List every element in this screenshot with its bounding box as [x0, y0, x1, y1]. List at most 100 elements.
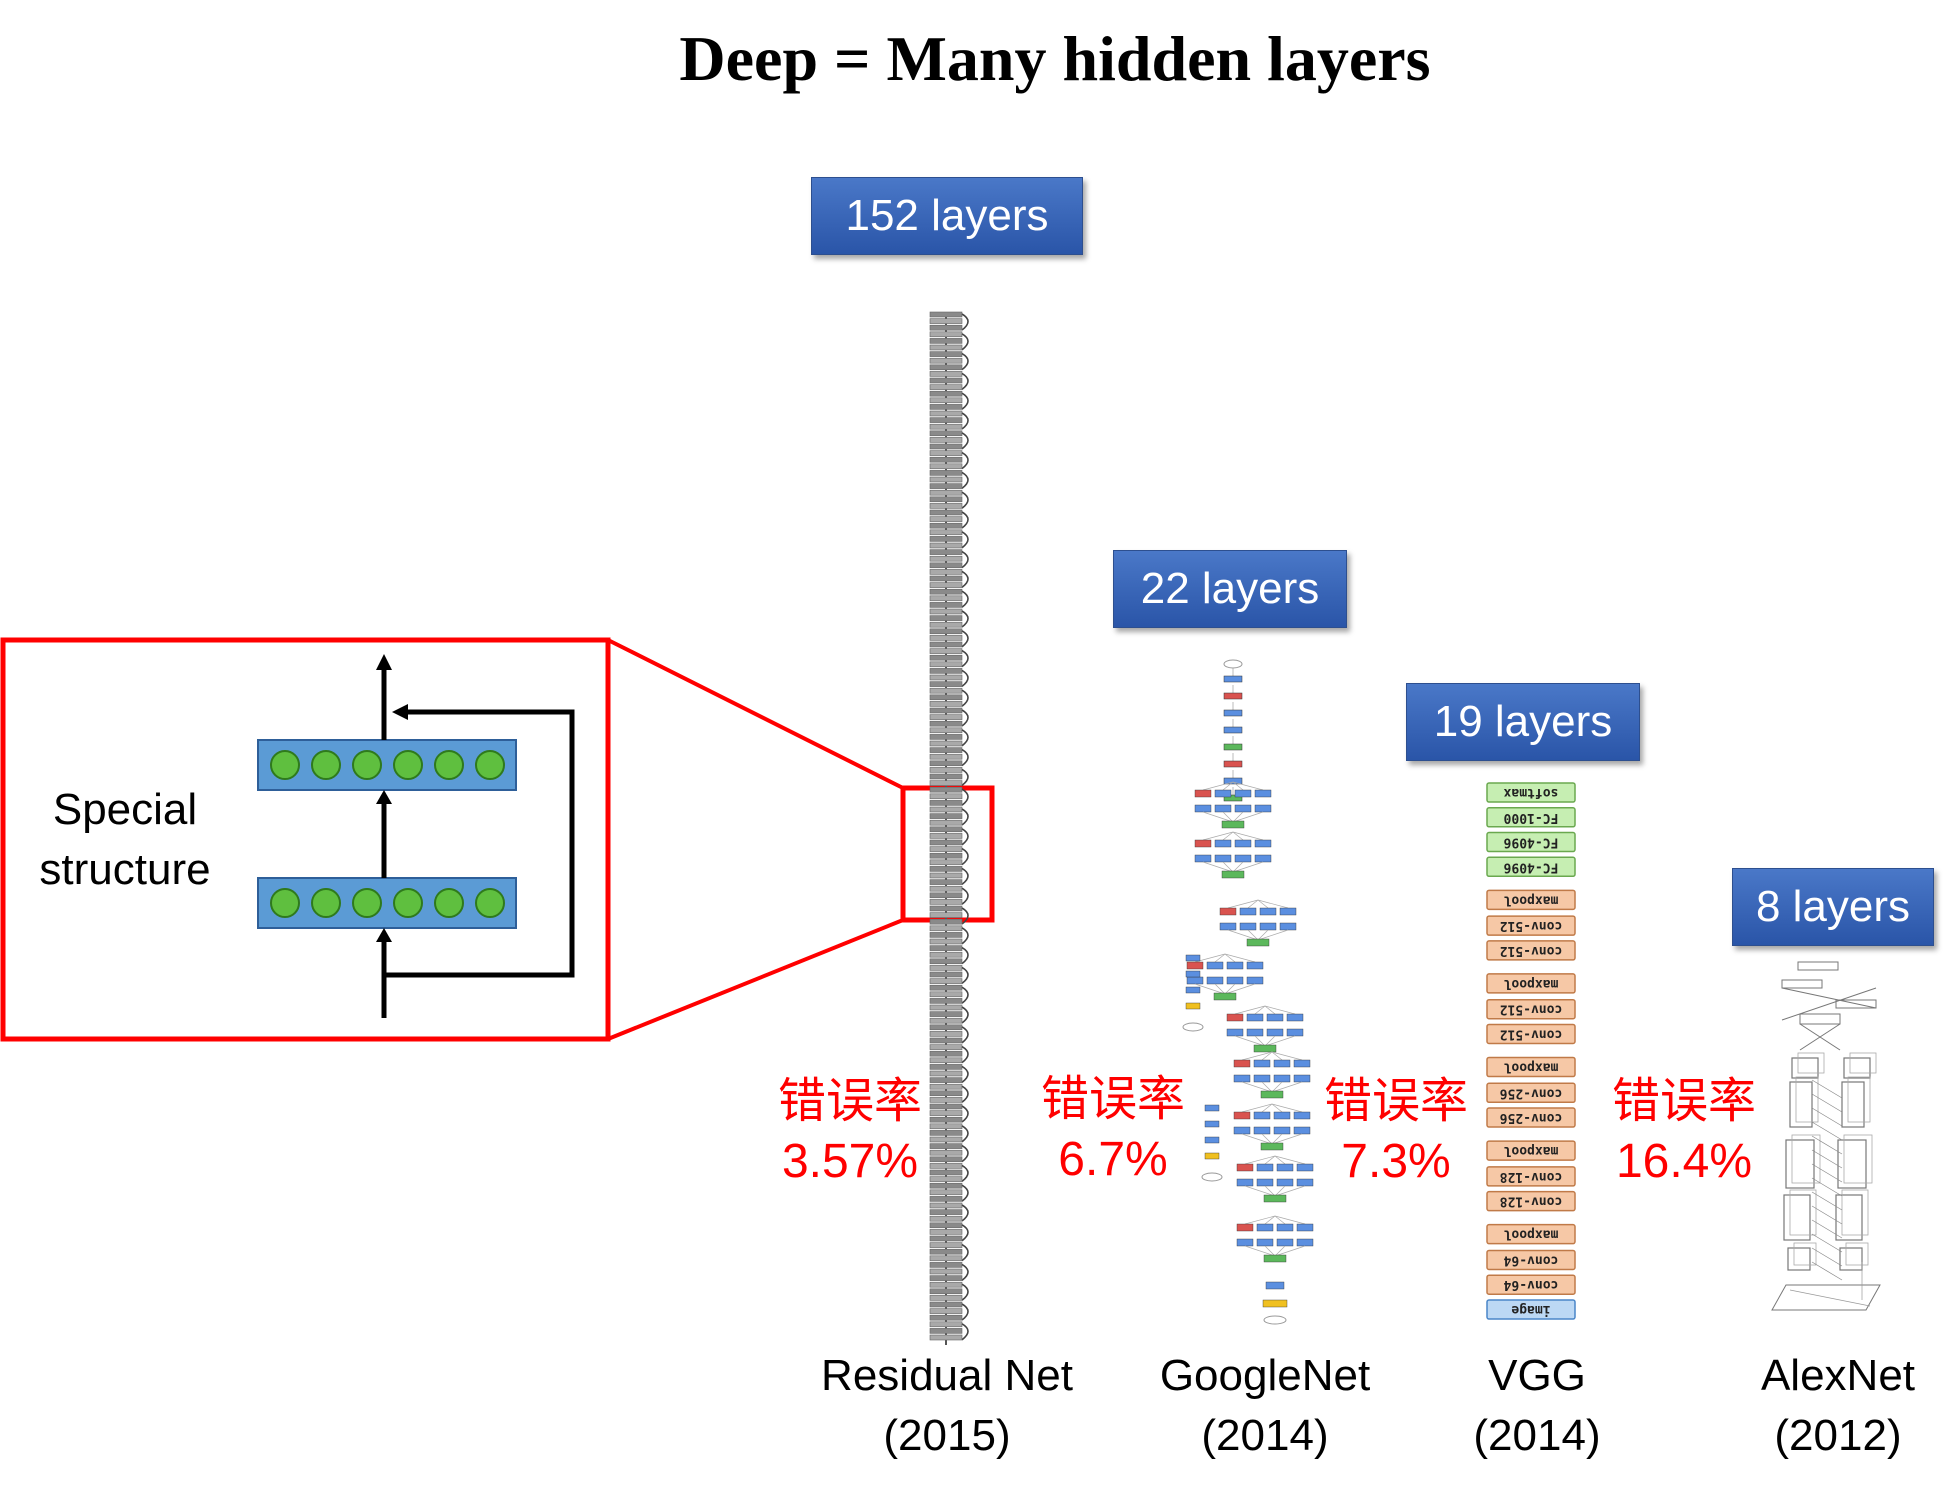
googlenet-node: [1214, 789, 1232, 798]
resnet-layer: [929, 1044, 963, 1050]
alexnet-block: [1843, 1057, 1871, 1079]
googlenet-node: [1223, 726, 1243, 734]
resnet-layer: [929, 641, 963, 648]
vgg-layer: FC-4096: [1486, 856, 1576, 878]
resnet-layer: [929, 1222, 963, 1229]
resnet-layer: [929, 773, 963, 780]
neuron: [434, 750, 464, 780]
googlenet-node: [1234, 789, 1252, 798]
googlenet-node: [1254, 804, 1272, 813]
resnet-layer: [929, 707, 963, 714]
googlenet-node: [1246, 976, 1264, 985]
zoom-line-bottom: [607, 918, 904, 1041]
resnet-layer: [929, 786, 963, 793]
googlenet-node: [1223, 760, 1243, 768]
neuron: [434, 888, 464, 918]
googlenet-node: [1279, 907, 1297, 916]
resnet-layer: [929, 1209, 963, 1215]
googlenet-node: [1186, 976, 1204, 985]
googlenet-node: [1286, 1013, 1304, 1022]
error-value: 16.4%: [1615, 1135, 1753, 1188]
googlenet-node: [1206, 976, 1224, 985]
googlenet-concat: [1246, 938, 1270, 947]
resnet-layer: [929, 1136, 963, 1143]
resnet-layer: [929, 899, 963, 905]
googlenet-node: [1296, 1163, 1314, 1172]
googlenet-node: [1279, 922, 1297, 931]
resnet-layer: [929, 1262, 963, 1268]
vgg-layer: FC-1000: [1486, 807, 1576, 828]
svg-text:maxpool: maxpool: [1504, 1227, 1559, 1242]
resnet-layer: [929, 965, 963, 971]
resnet-layer: [929, 371, 963, 377]
googlenet-node: [1214, 804, 1232, 813]
resnet-layer: [929, 833, 963, 839]
alexnet-caption: AlexNet (2012): [1760, 1351, 1916, 1460]
svg-text:conv-256: conv-256: [1500, 1085, 1563, 1100]
vgg-layer: conv-512: [1486, 940, 1576, 961]
alexnet-error-rate: 错误率 16.4%: [1604, 1072, 1764, 1192]
resnet-layer: [929, 1255, 963, 1262]
resnet-layer: [929, 522, 963, 529]
resnet-layer: [929, 727, 963, 734]
googlenet-concat: [1263, 1254, 1287, 1263]
resnet-layer: [929, 648, 963, 654]
resnet-layer: [929, 351, 963, 357]
googlenet-node: [1254, 854, 1272, 863]
resnet-layer: [929, 1215, 963, 1222]
alexnet-block: [1839, 1247, 1863, 1271]
googlenet-concat: [1213, 992, 1237, 1001]
googlenet-node: [1194, 789, 1212, 798]
resnet-layer: [929, 1275, 963, 1281]
googlenet-node: [1254, 789, 1272, 798]
vgg-layer: conv-128: [1486, 1166, 1576, 1187]
resnet-layer: [929, 390, 963, 397]
googlenet-node: [1293, 1059, 1311, 1068]
resnet-layer: [929, 925, 963, 932]
resnet-layer: [929, 1090, 963, 1097]
resnet-layer: [929, 734, 963, 740]
vgg-layers-badge: 19 layers: [1406, 683, 1640, 761]
googlenet-node: [1253, 1074, 1271, 1083]
resnet-layer: [929, 780, 963, 786]
resnet-layer: [929, 813, 963, 819]
resnet-layer: [929, 542, 963, 549]
googlenet-error-rate: 错误率 6.7%: [1033, 1070, 1193, 1190]
resnet-layer: [929, 364, 963, 371]
resnet-layer: [929, 938, 963, 945]
resnet-layer: [929, 885, 963, 892]
neurons-top: [270, 750, 505, 780]
resnet-layer: [929, 608, 963, 615]
googlenet-node: [1219, 922, 1237, 931]
neuron: [475, 750, 505, 780]
resnet-layer: [929, 720, 963, 727]
resnet-layer: [929, 1050, 963, 1057]
neuron: [393, 750, 423, 780]
svg-text:maxpool: maxpool: [1504, 1059, 1559, 1074]
resnet-layer: [929, 846, 963, 852]
resnet-layer: [929, 1182, 963, 1189]
resnet-layer: [929, 582, 963, 588]
googlenet-layers-badge: 22 layers: [1113, 550, 1347, 628]
resnet-layer: [929, 1328, 963, 1334]
vgg-layer: conv-256: [1486, 1107, 1576, 1128]
resnet-layer: [929, 1281, 963, 1288]
resnet-layer: [929, 1202, 963, 1209]
resnet-layer: [929, 1169, 963, 1176]
resnet-layer: [929, 945, 963, 951]
skip-arrow-head: [392, 704, 408, 720]
error-label: 错误率: [777, 1075, 922, 1128]
resnet-layer: [929, 1123, 963, 1130]
resnet-layer: [929, 793, 963, 800]
resnet-layer: [929, 384, 963, 390]
vgg-error-rate: 错误率 7.3%: [1316, 1072, 1476, 1192]
resnet-layer: [929, 958, 963, 965]
resnet-layer: [929, 1004, 963, 1011]
googlenet-node: [1214, 839, 1232, 848]
hidden-layer-top: [257, 739, 517, 791]
neuron: [311, 888, 341, 918]
googlenet-node: [1194, 854, 1212, 863]
resnet-layer: [929, 852, 963, 859]
vgg-layer: image: [1486, 1299, 1576, 1320]
resnet-layer: [929, 1024, 963, 1031]
